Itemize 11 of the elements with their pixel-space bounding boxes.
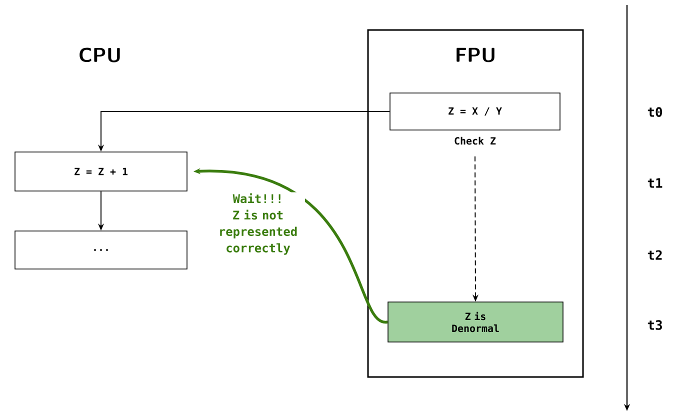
caption-text: Check Z: [454, 136, 496, 145]
heading-text: CPU: [80, 48, 120, 62]
process-box: ...: [14, 230, 188, 270]
status-box: Z is Denormal: [388, 302, 564, 342]
process-box: Z = X / Y: [390, 92, 560, 130]
process-box: Z = Z + 1: [14, 152, 188, 192]
time-label: t1: [648, 178, 662, 188]
time-label: t0: [648, 107, 662, 117]
time-label: t3: [648, 320, 662, 330]
time-label: t2: [648, 250, 662, 260]
edge-label: Wait!!! Z is not represented correctly: [211, 192, 305, 256]
